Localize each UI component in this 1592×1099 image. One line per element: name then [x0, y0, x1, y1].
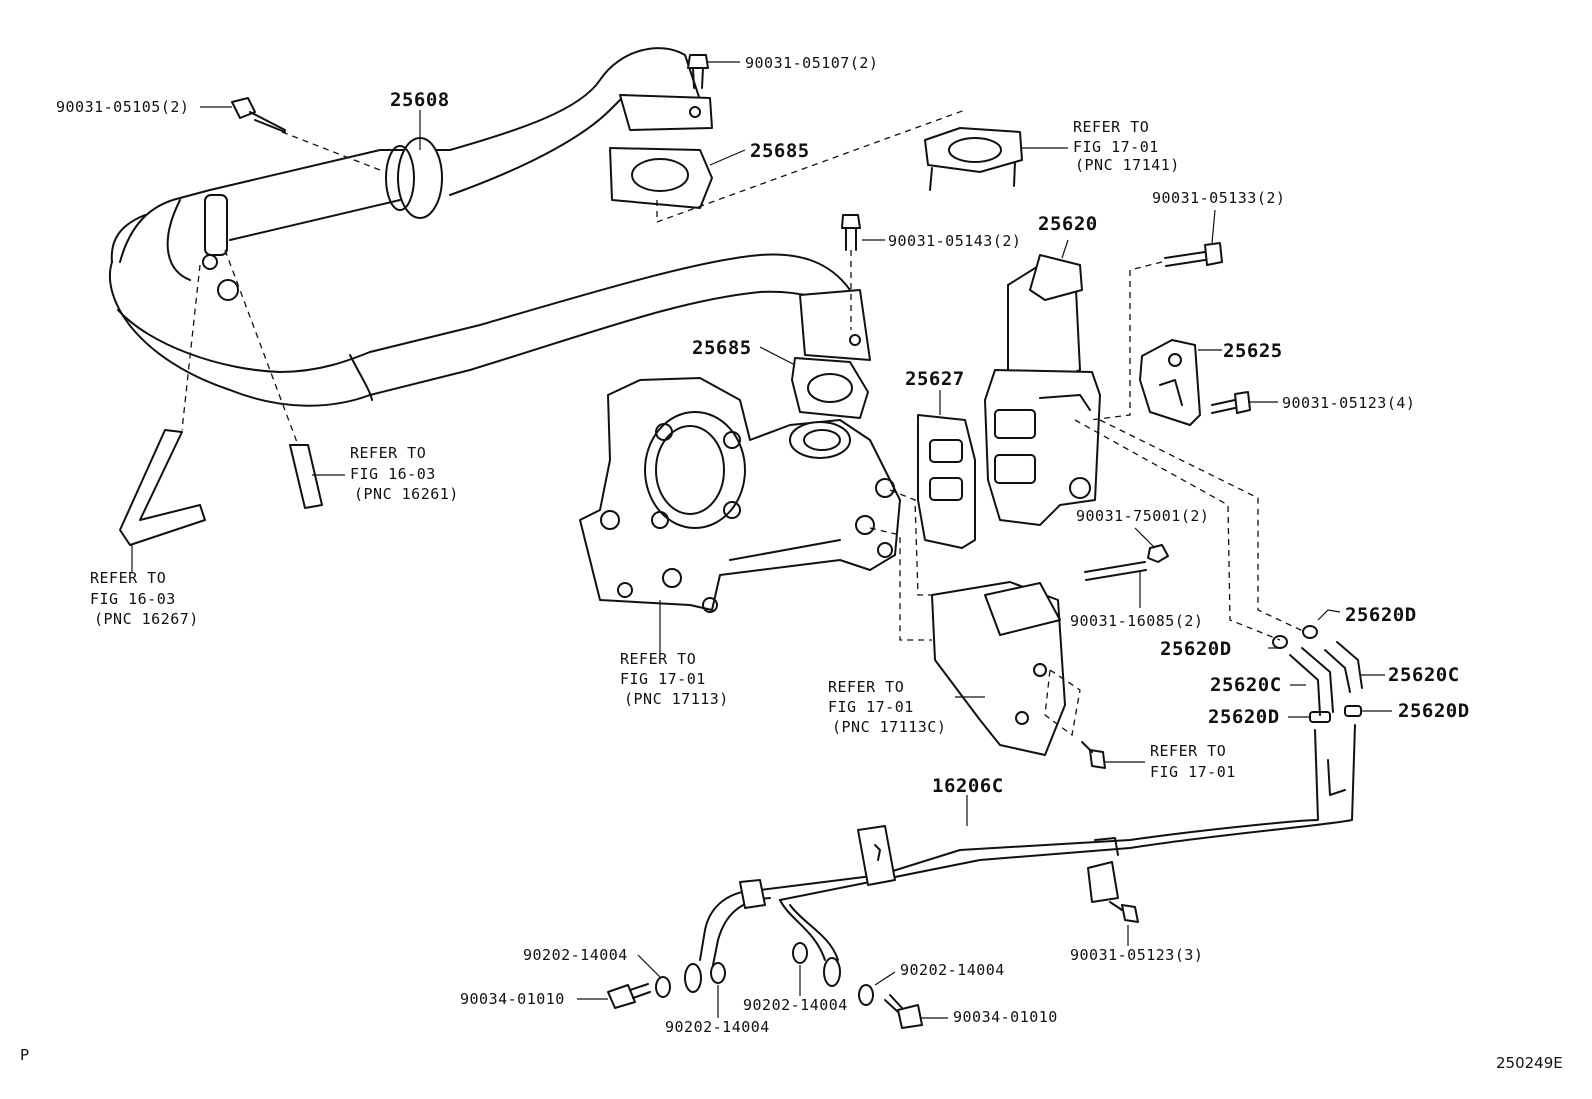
hose-ref-16267 — [119, 429, 206, 546]
label-valve-25620: 25620 — [1038, 213, 1098, 235]
label-refer-17141-line1: REFER TO — [1073, 118, 1149, 136]
label-gasket-90202-14004-1: 90202-14004 — [523, 946, 628, 964]
clip-25620d-a[interactable] — [1272, 635, 1288, 649]
label-refer-16261-line3: (PNC 16261) — [354, 485, 459, 503]
bolt-ref-17-01 — [1081, 741, 1106, 769]
label-gasket-25685-top: 25685 — [750, 140, 810, 162]
label-refer-17113-line1: REFER TO — [620, 650, 696, 668]
hose-25620c-b[interactable] — [1324, 641, 1363, 693]
leader-lines — [131, 61, 1392, 1019]
figure-code: 250249E — [1496, 1054, 1563, 1072]
label-clip-25620d-3: 25620D — [1208, 706, 1280, 728]
label-bolt-90031-05123-3: 90031-05123(3) — [1070, 946, 1203, 964]
label-bolt-90031-05143: 90031-05143(2) — [888, 232, 1021, 250]
label-gasket-25627: 25627 — [905, 368, 965, 390]
gasket-25627[interactable] — [917, 414, 976, 549]
bolt-90031-05143[interactable] — [841, 214, 861, 251]
label-gasket-25685-mid: 25685 — [692, 337, 752, 359]
gasket-90202-14004-d[interactable] — [858, 984, 874, 1006]
clip-25620d-b[interactable] — [1302, 625, 1318, 639]
label-stud-90031-16085: 90031-16085(2) — [1070, 612, 1203, 630]
label-hose-25620c-1: 25620C — [1388, 664, 1460, 686]
label-gasket-90202-14004-3: 90202-14004 — [743, 996, 848, 1014]
egr-pipe-25608[interactable] — [108, 47, 871, 407]
label-refer-17113c-line3: (PNC 17113C) — [832, 718, 946, 736]
bolt-90031-05123-3[interactable] — [1109, 901, 1139, 923]
egr-valve-25620[interactable] — [984, 254, 1101, 526]
label-refer-16261-line2: FIG 16-03 — [350, 465, 436, 483]
label-clip-25620d-2: 25620D — [1160, 638, 1232, 660]
label-refer-17113-line2: FIG 17-01 — [620, 670, 706, 688]
label-refer-17141-line3: (PNC 17141) — [1075, 156, 1180, 174]
label-tube-16206c: 16206C — [932, 775, 1004, 797]
label-refer-1701-line2: FIG 17-01 — [1150, 763, 1236, 781]
hose-ref-16261 — [289, 444, 323, 509]
bolt-90031-05107[interactable] — [687, 54, 709, 89]
label-bolt-90031-05107: 90031-05107(2) — [745, 54, 878, 72]
union-90034-01010-a[interactable] — [607, 983, 651, 1009]
nut-90031-75001[interactable] — [1147, 544, 1169, 563]
label-plate-25625: 25625 — [1223, 340, 1283, 362]
label-refer-17113c-line1: REFER TO — [828, 678, 904, 696]
label-bolt-90031-05133: 90031-05133(2) — [1152, 189, 1285, 207]
label-refer-17113c-line2: FIG 17-01 — [828, 698, 914, 716]
label-union-90034-01010-2: 90034-01010 — [953, 1008, 1058, 1026]
label-clip-25620d-4: 25620D — [1398, 700, 1470, 722]
gasket-90202-14004-b[interactable] — [710, 962, 726, 984]
label-refer-1701-line1: REFER TO — [1150, 742, 1226, 760]
label-refer-16267-line1: REFER TO — [90, 569, 166, 587]
gasket-90202-14004-c[interactable] — [792, 942, 808, 964]
gasket-90202-14004-a[interactable] — [655, 976, 671, 998]
stud-90031-16085[interactable] — [1084, 561, 1147, 581]
label-bolt-90031-05123-4: 90031-05123(4) — [1282, 394, 1415, 412]
bolt-90031-05133[interactable] — [1164, 242, 1223, 267]
label-refer-16267-line2: FIG 16-03 — [90, 590, 176, 608]
label-hose-25620c-2: 25620C — [1210, 674, 1282, 696]
label-clip-25620d-1: 25620D — [1345, 604, 1417, 626]
gasket-25685-mid[interactable] — [791, 357, 869, 419]
label-bolt-90031-05105: 90031-05105(2) — [56, 98, 189, 116]
label-refer-16267-line3: (PNC 16267) — [94, 610, 199, 628]
label-union-90034-01010-1: 90034-01010 — [460, 990, 565, 1008]
label-refer-16261-line1: REFER TO — [350, 444, 426, 462]
label-refer-17141-line2: FIG 17-01 — [1073, 138, 1159, 156]
clip-25620d-d[interactable] — [1344, 705, 1362, 717]
corner-mark: P — [20, 1046, 29, 1064]
bolt-90031-05105[interactable] — [231, 97, 286, 133]
label-refer-17113-line3: (PNC 17113) — [624, 690, 729, 708]
bolt-90031-05123-4[interactable] — [1211, 391, 1251, 414]
heat-shield-ref-17113c — [931, 581, 1081, 756]
label-pipe-25608: 25608 — [390, 89, 450, 111]
label-gasket-90202-14004-2: 90202-14004 — [665, 1018, 770, 1036]
hose-25620c-a[interactable] — [1289, 647, 1334, 716]
union-90034-01010-b[interactable] — [884, 994, 923, 1029]
label-gasket-90202-14004-4: 90202-14004 — [900, 961, 1005, 979]
exhaust-flange-ref-17141 — [924, 127, 1023, 191]
label-nut-90031-75001: 90031-75001(2) — [1076, 507, 1209, 525]
gasket-25685-top[interactable] — [609, 147, 713, 209]
plate-25625[interactable] — [1139, 339, 1201, 426]
tube-16206c[interactable] — [684, 724, 1356, 993]
egr-adapter-body-ref-17113 — [579, 377, 901, 613]
